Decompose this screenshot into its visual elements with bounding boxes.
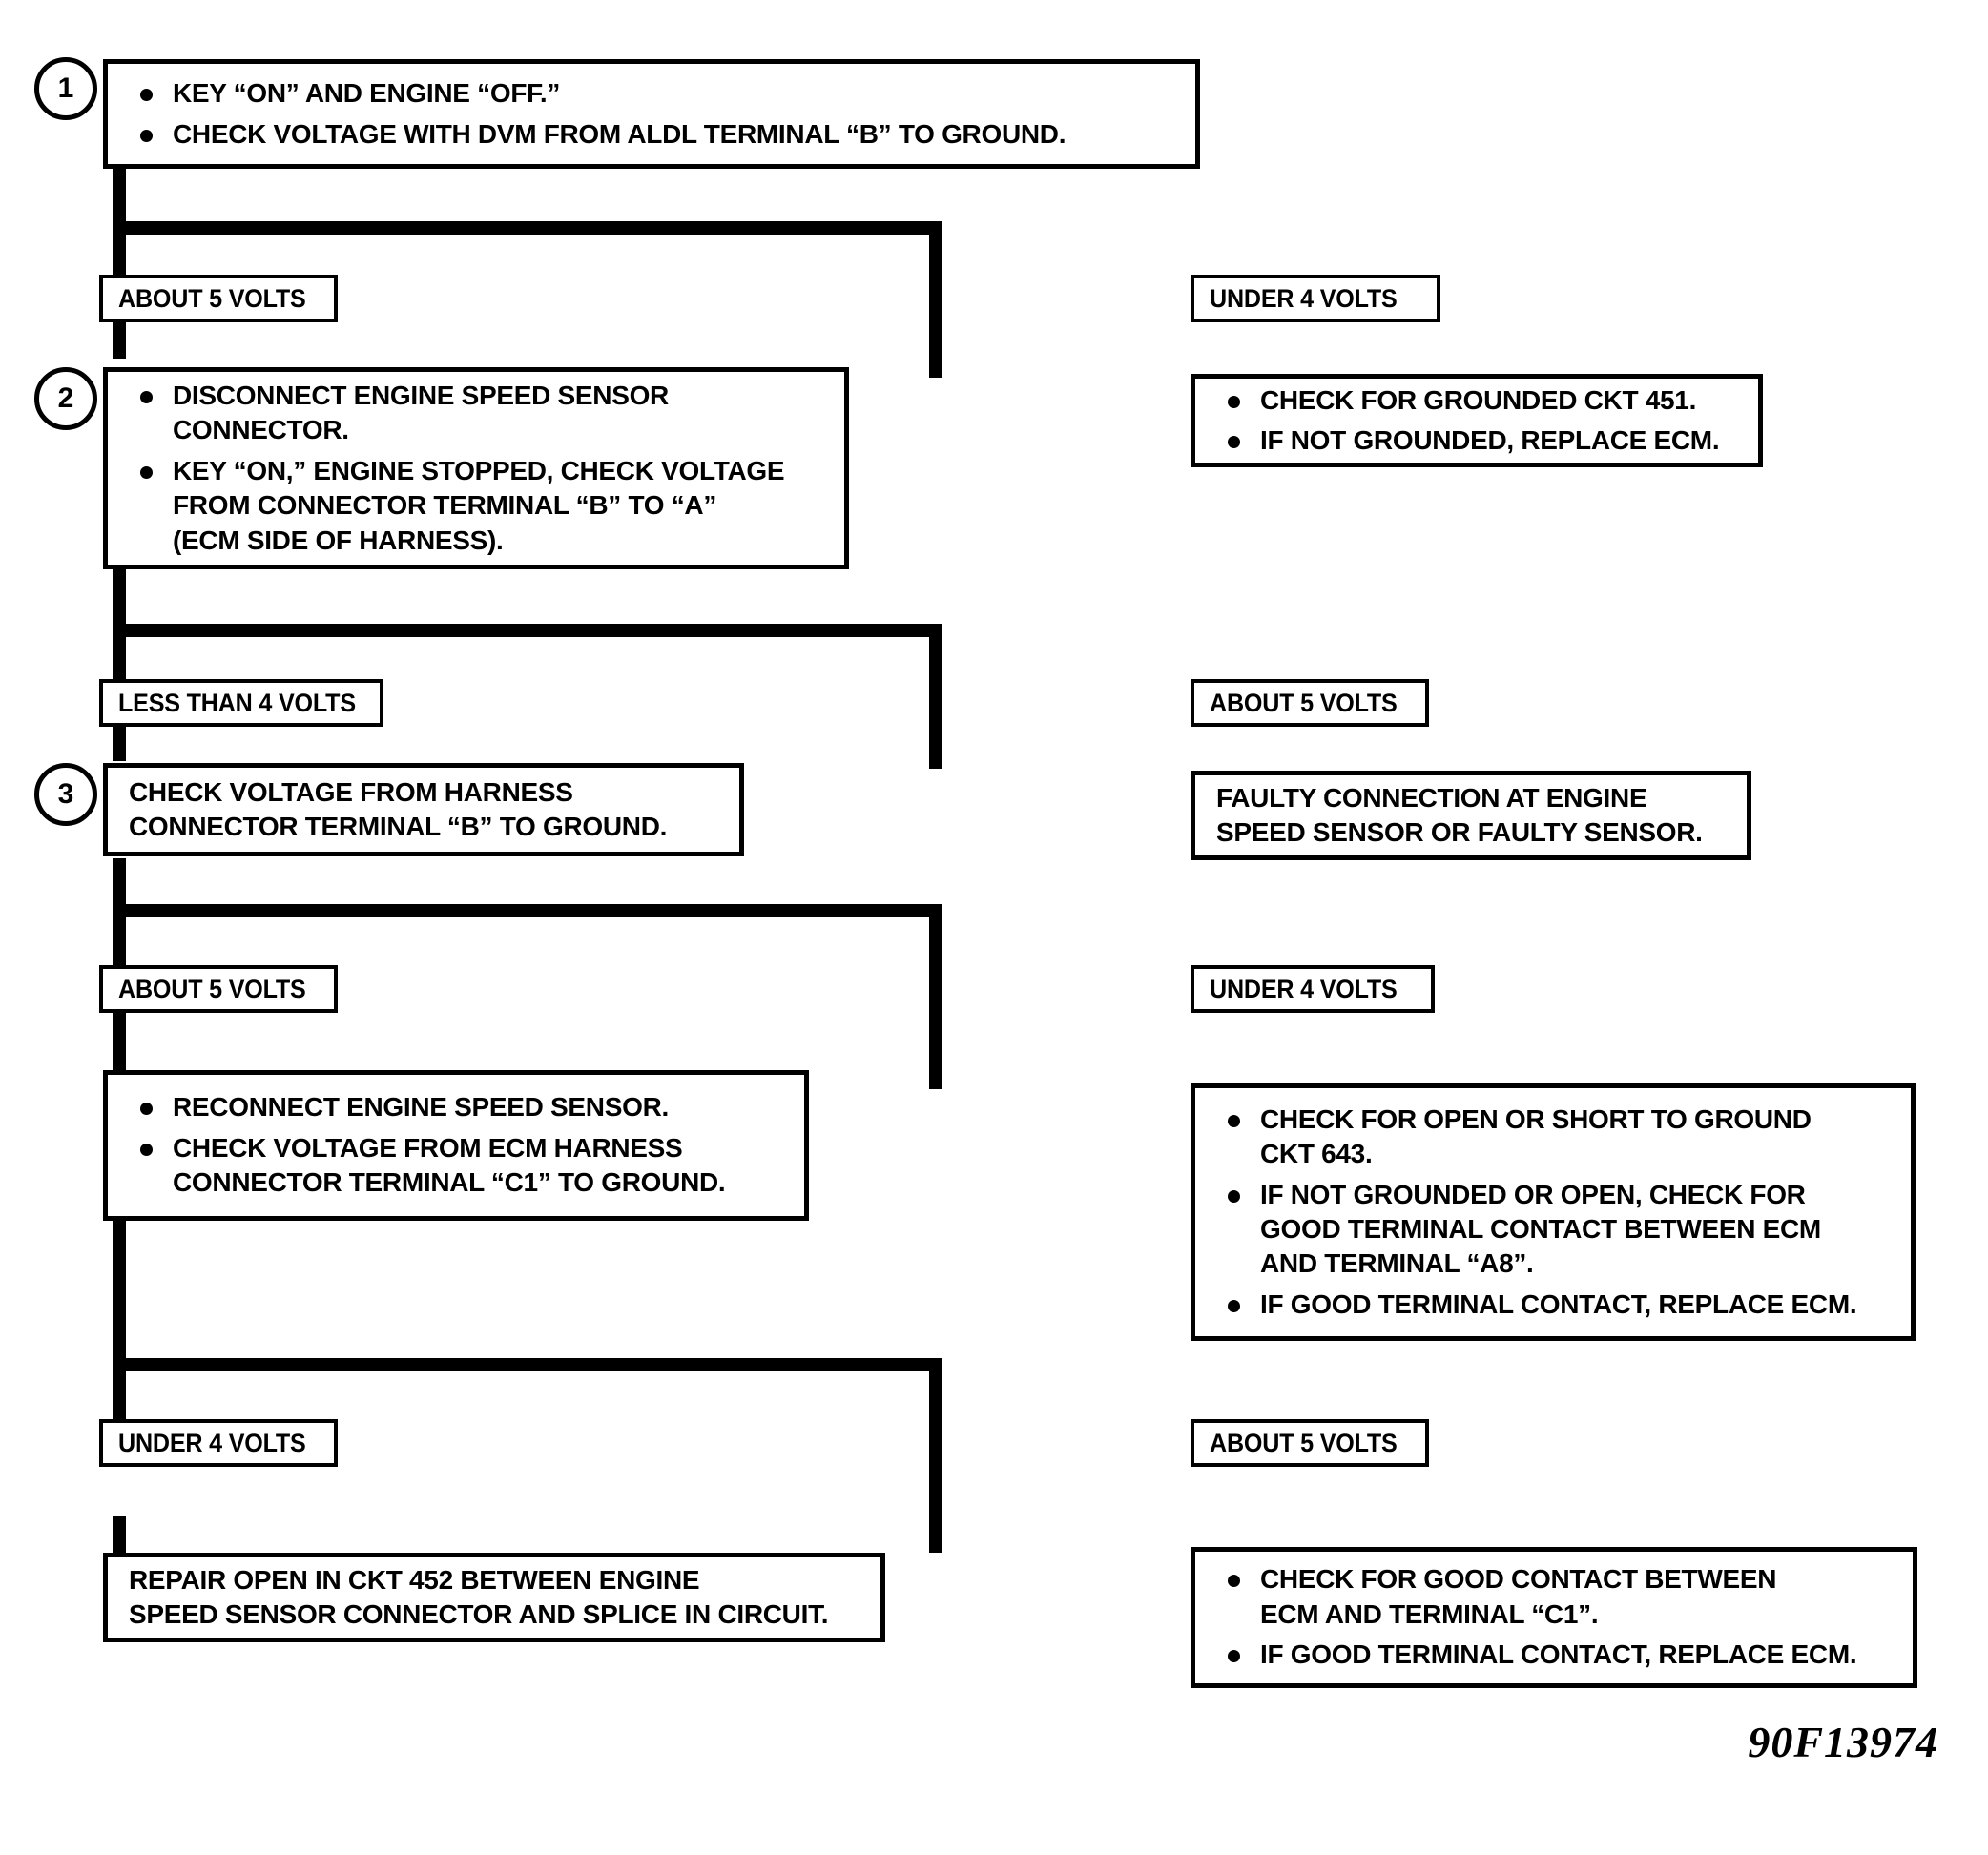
branch-label-text: UNDER 4 VOLTS [1210,974,1398,1003]
branch-label-text: ABOUT 5 VOLTS [118,283,306,313]
wire-chip2-right-down [929,683,942,769]
figure-reference-code: 90F13974 [1748,1718,1938,1766]
wire-step2-down [113,568,126,637]
bullet-item: RECONNECT ENGINE SPEED SENSOR. [129,1090,789,1124]
bullet-item: IF GOOD TERMINAL CONTACT, REPLACE ECM. [1216,1638,1897,1672]
wire-chip4-right-down [929,1417,942,1522]
bullet-item: CHECK FOR GOOD CONTACT BETWEEN ECM AND T… [1216,1562,1897,1632]
step-number-1: 1 [34,57,97,120]
bullet-item: CHECK VOLTAGE WITH DVM FROM ALDL TERMINA… [129,117,1180,152]
wire-branch4-right-down [929,1358,942,1423]
box-reconnect-sensor: RECONNECT ENGINE SPEED SENSOR. CHECK VOL… [103,1070,809,1221]
bullet-item: IF GOOD TERMINAL CONTACT, REPLACE ECM. [1216,1288,1895,1322]
bullet-item: IF NOT GROUNDED, REPLACE ECM. [1216,423,1743,458]
box-faulty-connection-text: FAULTY CONNECTION AT ENGINE SPEED SENSOR… [1216,782,1703,847]
wire-chip1-right-down [929,273,942,378]
box-step-2: DISCONNECT ENGINE SPEED SENSOR CONNECTOR… [103,367,849,569]
branch-label-under-4-volts-1: UNDER 4 VOLTS [1191,275,1440,322]
branch-label-under-4-volts-4: UNDER 4 VOLTS [99,1419,338,1467]
wire-branch3-right-down [929,904,942,971]
wire-branch-bar-3 [113,904,942,917]
box-check-grounded-content: CHECK FOR GROUNDED CKT 451. IF NOT GROUN… [1195,372,1758,470]
box-repair-open-text: REPAIR OPEN IN CKT 452 BETWEEN ENGINE SP… [129,1564,829,1629]
box-check-good-contact-c1: CHECK FOR GOOD CONTACT BETWEEN ECM AND T… [1191,1547,1917,1688]
branch-label-about-5-volts-4: ABOUT 5 VOLTS [1191,1419,1429,1467]
step-number-3-label: 3 [57,778,74,810]
box-check-open-short-ckt-643: CHECK FOR OPEN OR SHORT TO GROUND CKT 64… [1191,1083,1916,1341]
box-check-good-contact-content: CHECK FOR GOOD CONTACT BETWEEN ECM AND T… [1195,1551,1913,1683]
bullet-item: KEY “ON,” ENGINE STOPPED, CHECK VOLTAGE … [129,454,829,558]
box-step-1-content: KEY “ON” AND ENGINE “OFF.” CHECK VOLTAGE… [108,65,1195,163]
bullet-item: CHECK VOLTAGE FROM ECM HARNESS CONNECTOR… [129,1131,789,1201]
branch-label-under-4-volts-3: UNDER 4 VOLTS [1191,965,1435,1013]
branch-label-text: LESS THAN 4 VOLTS [118,688,356,717]
branch-label-less-than-4-volts: LESS THAN 4 VOLTS [99,679,383,727]
box-check-open-short-bullets: CHECK FOR OPEN OR SHORT TO GROUND CKT 64… [1216,1103,1895,1322]
box-check-good-contact-bullets: CHECK FOR GOOD CONTACT BETWEEN ECM AND T… [1216,1562,1897,1672]
box-faulty-connection: FAULTY CONNECTION AT ENGINE SPEED SENSOR… [1191,771,1751,860]
step-number-2: 2 [34,367,97,430]
branch-label-text: ABOUT 5 VOLTS [1210,1428,1398,1457]
wire-chip3-right-down [929,965,942,1089]
step-number-3: 3 [34,763,97,826]
branch-label-text: ABOUT 5 VOLTS [118,974,306,1003]
wire-branch-bar-1 [113,221,942,235]
step-number-2-label: 2 [57,382,74,414]
box-step-1: KEY “ON” AND ENGINE “OFF.” CHECK VOLTAGE… [103,59,1200,169]
wire-step4-down [113,1219,126,1371]
box-repair-open-ckt-452: REPAIR OPEN IN CKT 452 BETWEEN ENGINE SP… [103,1553,885,1642]
box-step-2-content: DISCONNECT ENGINE SPEED SENSOR CONNECTOR… [108,367,844,569]
wire-branch-bar-4 [113,1358,942,1371]
wire-branch2-right-down [929,624,942,689]
box-reconnect-bullets: RECONNECT ENGINE SPEED SENSOR. CHECK VOL… [129,1090,789,1200]
box-check-grounded-bullets: CHECK FOR GROUNDED CKT 451. IF NOT GROUN… [1216,383,1743,459]
branch-label-about-5-volts-3: ABOUT 5 VOLTS [99,965,338,1013]
branch-label-text: UNDER 4 VOLTS [118,1428,306,1457]
wire-chip4-left-to-final [113,1516,126,1556]
bullet-item: CHECK FOR GROUNDED CKT 451. [1216,383,1743,418]
bullet-item: KEY “ON” AND ENGINE “OFF.” [129,76,1180,111]
box-step-3: CHECK VOLTAGE FROM HARNESS CONNECTOR TER… [103,763,744,856]
box-reconnect-content: RECONNECT ENGINE SPEED SENSOR. CHECK VOL… [108,1079,804,1211]
branch-label-text: UNDER 4 VOLTS [1210,283,1398,313]
wire-branch-bar-2 [113,624,942,637]
box-step-1-bullets: KEY “ON” AND ENGINE “OFF.” CHECK VOLTAGE… [129,76,1180,152]
box-check-open-short-content: CHECK FOR OPEN OR SHORT TO GROUND CKT 64… [1195,1091,1911,1333]
box-check-grounded-ckt-451: CHECK FOR GROUNDED CKT 451. IF NOT GROUN… [1191,374,1763,467]
box-step-3-text: CHECK VOLTAGE FROM HARNESS CONNECTOR TER… [129,776,668,841]
bullet-item: DISCONNECT ENGINE SPEED SENSOR CONNECTOR… [129,379,829,448]
bullet-item: IF NOT GROUNDED OR OPEN, CHECK FOR GOOD … [1216,1178,1895,1282]
wire-chip4-right-to-final [929,1513,942,1553]
branch-label-text: ABOUT 5 VOLTS [1210,688,1398,717]
wire-step1-down [113,168,126,235]
bullet-item: CHECK FOR OPEN OR SHORT TO GROUND CKT 64… [1216,1103,1895,1172]
wire-branch1-right-down [929,221,942,278]
branch-label-about-5-volts-1: ABOUT 5 VOLTS [99,275,338,322]
branch-label-about-5-volts-2: ABOUT 5 VOLTS [1191,679,1429,727]
box-step-2-bullets: DISCONNECT ENGINE SPEED SENSOR CONNECTOR… [129,379,829,558]
step-number-1-label: 1 [57,72,74,104]
